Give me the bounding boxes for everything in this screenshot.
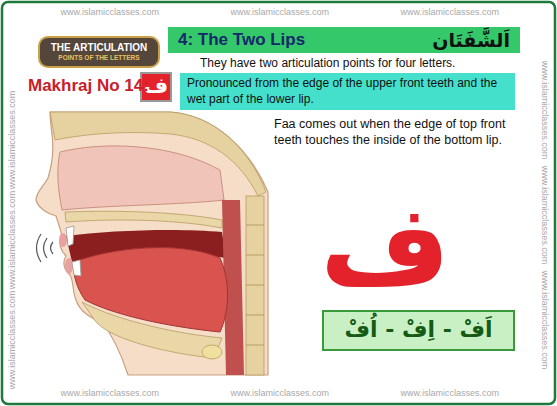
box-text: Pronounced from the edge of the upper fr… (187, 76, 508, 107)
watermark: www.islamicclasses.com (401, 7, 500, 17)
makhraj-number: Makhraj No 14: (28, 76, 149, 96)
watermark: www.islamicclasses.com (401, 388, 500, 398)
watermark: www.islamicclasses.com (540, 61, 550, 160)
big-letter: ف (320, 178, 450, 312)
larynx (202, 345, 222, 359)
box-text: اَلشَّفَتَان (432, 29, 510, 51)
upper-lip (59, 233, 67, 247)
watermark: www.islamicclasses.com (540, 166, 550, 265)
watermark: www.islamicclasses.com (540, 271, 550, 370)
box-text: POINTS OF THE LETTERS (44, 54, 154, 62)
watermark: www.islamicclasses.com (231, 7, 330, 17)
explanation-note: Faa comes out when the edge of top front… (274, 116, 522, 149)
heading-band: 4: The Two Lips اَلشَّفَتَان (168, 27, 520, 53)
box-text: 4: The Two Lips (178, 30, 305, 50)
lower-lip (65, 258, 73, 274)
sound-lines (37, 234, 54, 262)
watermark: www.islamicclasses.com (61, 388, 160, 398)
watermark: www.islamicclasses.com (7, 291, 17, 390)
title-badge: THE ARTICULATIONPOINTS OF THE LETTERS (38, 36, 160, 68)
watermark: www.islamicclasses.com (7, 91, 17, 190)
jaw-bone (82, 302, 222, 358)
vertebrae (246, 225, 264, 345)
nasal-cavity (58, 146, 224, 210)
intro-note: They have two articulation points for fo… (200, 56, 520, 70)
hard-palate (65, 211, 222, 228)
lower-tooth (72, 260, 81, 276)
watermark: www.islamicclasses.com (7, 191, 17, 290)
box-text: THE ARTICULATION (44, 42, 154, 54)
watermark: www.islamicclasses.com (61, 7, 160, 17)
head-profile (36, 112, 268, 375)
description-box: Pronounced from the edge of the upper fr… (180, 73, 515, 110)
syllable-box: اَفْ - اِفْ - اُفْ (322, 310, 515, 351)
upper-tooth (66, 226, 74, 246)
watermark: www.islamicclasses.com (231, 388, 330, 398)
box-text: اَفْ - اِفْ - اُفْ (332, 315, 505, 346)
spine (246, 196, 264, 375)
